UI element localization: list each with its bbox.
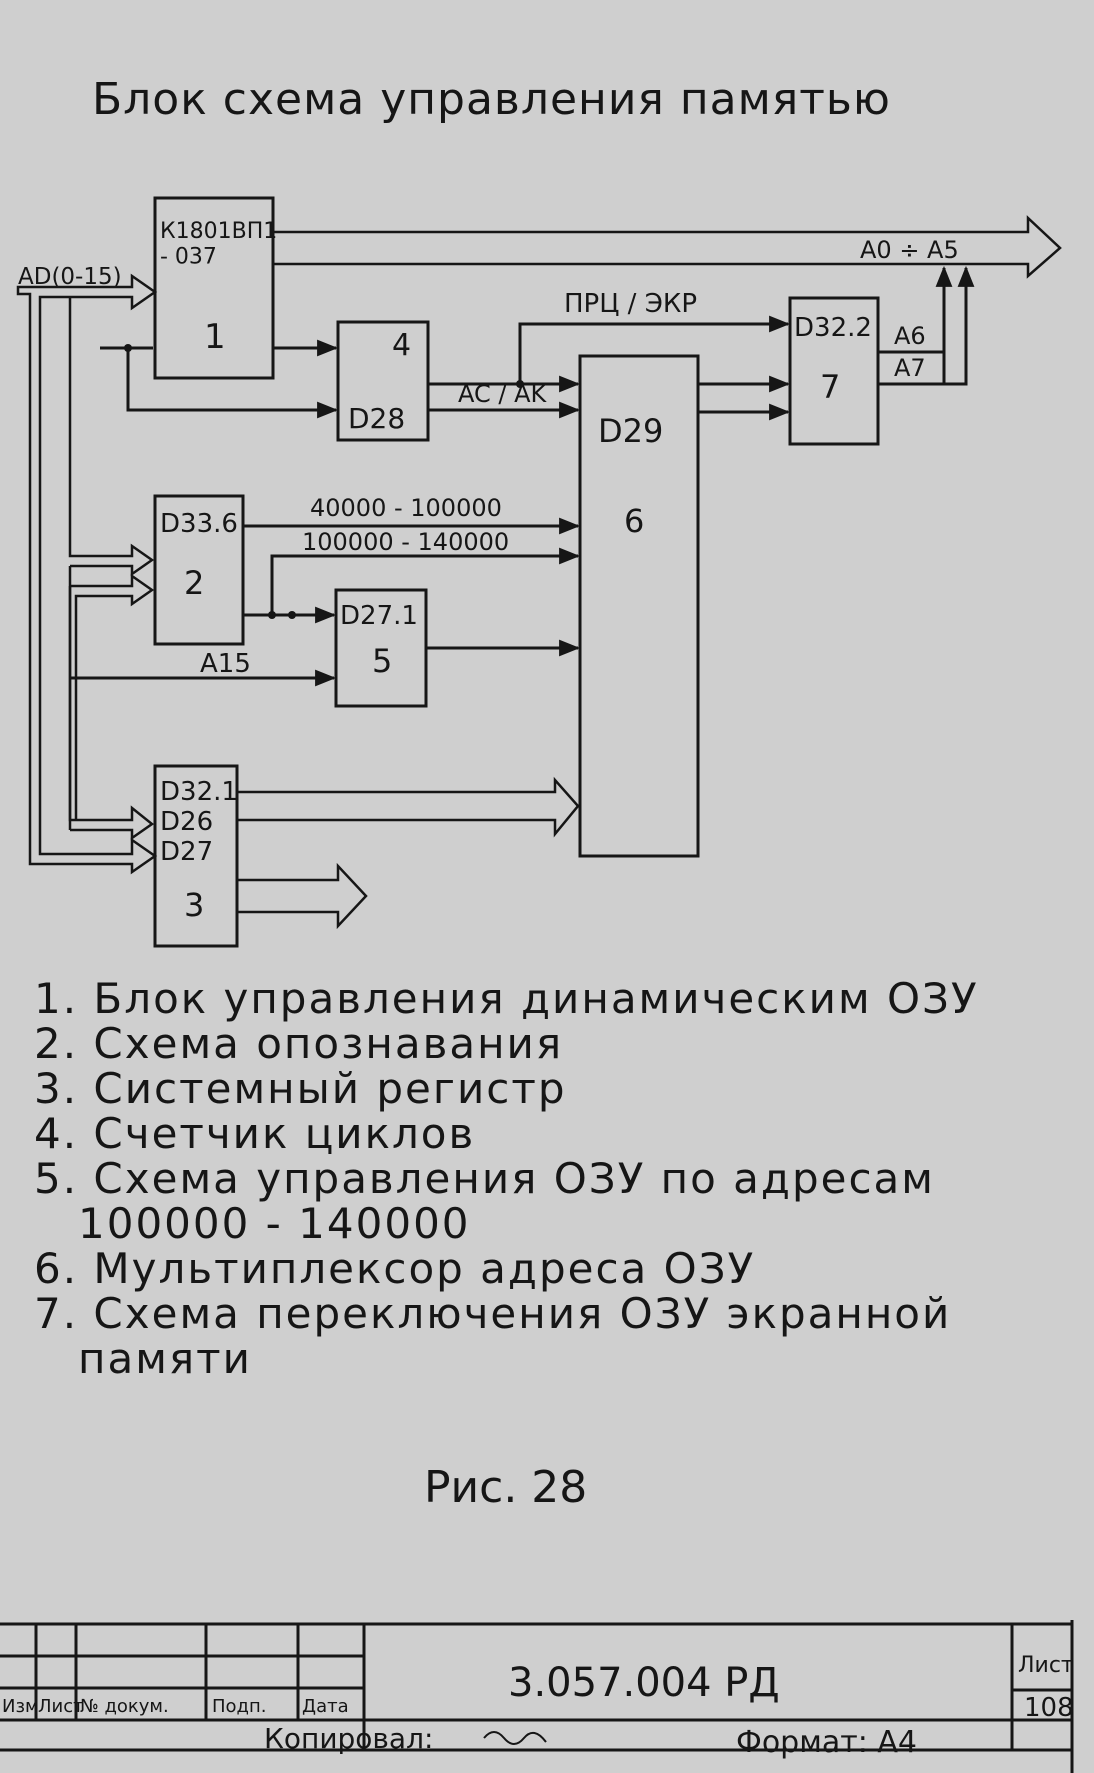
legend-item-6: 6. Мультиплексор адреса ОЗУ xyxy=(34,1244,756,1293)
ad-bus: AD(0-15) xyxy=(16,264,158,875)
legend-item-7-cont: памяти xyxy=(78,1334,252,1383)
wire-b3-b6 xyxy=(237,776,580,838)
a0-a5-label: A0 ÷ A5 xyxy=(860,236,959,264)
a0-a5-bus: A0 ÷ A5 xyxy=(273,215,1062,383)
block-2-label: D33.6 xyxy=(160,509,238,539)
block-4: 4 D28 xyxy=(336,320,430,442)
block-1-label: К1801ВП1- 037 xyxy=(160,219,277,269)
legend-item-4: 4. Счетчик циклов xyxy=(34,1109,476,1158)
block-5: D27.1 5 xyxy=(334,588,428,708)
wire-input-b4 xyxy=(126,348,339,419)
block-3-number: 3 xyxy=(184,886,204,924)
stamp-sheet-number: 108 xyxy=(1024,1693,1074,1723)
block-7: D32.2 7 xyxy=(788,296,880,446)
stamp-col-sign: Подп. xyxy=(212,1696,266,1717)
legend-item-2: 2. Схема опознавания xyxy=(34,1019,564,1068)
legend-item-3: 3. Системный регистр xyxy=(34,1064,567,1113)
block-4-label: D28 xyxy=(348,402,405,435)
legend-list: 1. Блок управления динамическим ОЗУ 2. С… xyxy=(34,976,979,1381)
stamp-col-izm: Изм xyxy=(2,1696,39,1717)
stamp-col-list: Лист xyxy=(38,1696,84,1717)
block-7-number: 7 xyxy=(820,368,840,406)
range1-label: 40000 - 100000 xyxy=(310,494,502,522)
range2-label: 100000 - 140000 xyxy=(302,528,509,556)
wire-a6 xyxy=(878,350,946,383)
wire-a7 xyxy=(878,382,968,386)
stamp-format: Формат: А4 xyxy=(736,1725,917,1760)
a7-label: A7 xyxy=(894,354,926,382)
figure-caption: Рис. 28 xyxy=(424,1462,588,1513)
block-2-number: 2 xyxy=(184,564,204,602)
block-1-number: 1 xyxy=(204,317,226,357)
wire-b2-b6-2 xyxy=(270,547,581,615)
stamp-sheet-label: Лист xyxy=(1018,1653,1074,1678)
stamp-doc-code: 3.057.004 РД xyxy=(508,1660,780,1706)
block-6: D29 6 xyxy=(578,354,700,858)
stamp-col-date: Дата xyxy=(302,1696,349,1717)
legend-item-7: 7. Схема переключения ОЗУ экранной xyxy=(34,1289,952,1338)
stamp-col-doc: № докум. xyxy=(80,1696,169,1717)
a15-label: A15 xyxy=(200,649,251,679)
a6-label: A6 xyxy=(894,322,926,350)
ad-bus-label: AD(0-15) xyxy=(18,264,122,290)
legend-item-5: 5. Схема управления ОЗУ по адресам xyxy=(34,1154,935,1203)
page-title: Блок схема управления памятью xyxy=(92,74,891,125)
block-7-label: D32.2 xyxy=(794,313,872,343)
block-2: D33.6 2 xyxy=(153,494,245,646)
copier-signature xyxy=(483,1731,547,1745)
block-5-number: 5 xyxy=(372,642,392,680)
block-1: К1801ВП1- 037 1 xyxy=(153,196,277,380)
title-block: Изм Лист № докум. Подп. Дата 3.057.004 Р… xyxy=(0,1620,1074,1773)
block-6-label: D29 xyxy=(598,412,663,450)
legend-item-1: 1. Блок управления динамическим ОЗУ xyxy=(34,974,979,1023)
prc-ekr-label: ПРЦ / ЭКР xyxy=(564,289,697,319)
legend-item-5-cont: 100000 - 140000 xyxy=(78,1199,471,1248)
stamp-copied: Копировал: xyxy=(264,1722,433,1755)
block-6-number: 6 xyxy=(624,502,644,540)
block-4-number: 4 xyxy=(392,328,411,363)
block-5-label: D27.1 xyxy=(340,601,418,631)
wire-prc-ekr xyxy=(518,315,791,384)
wire-b3-out xyxy=(237,862,368,930)
